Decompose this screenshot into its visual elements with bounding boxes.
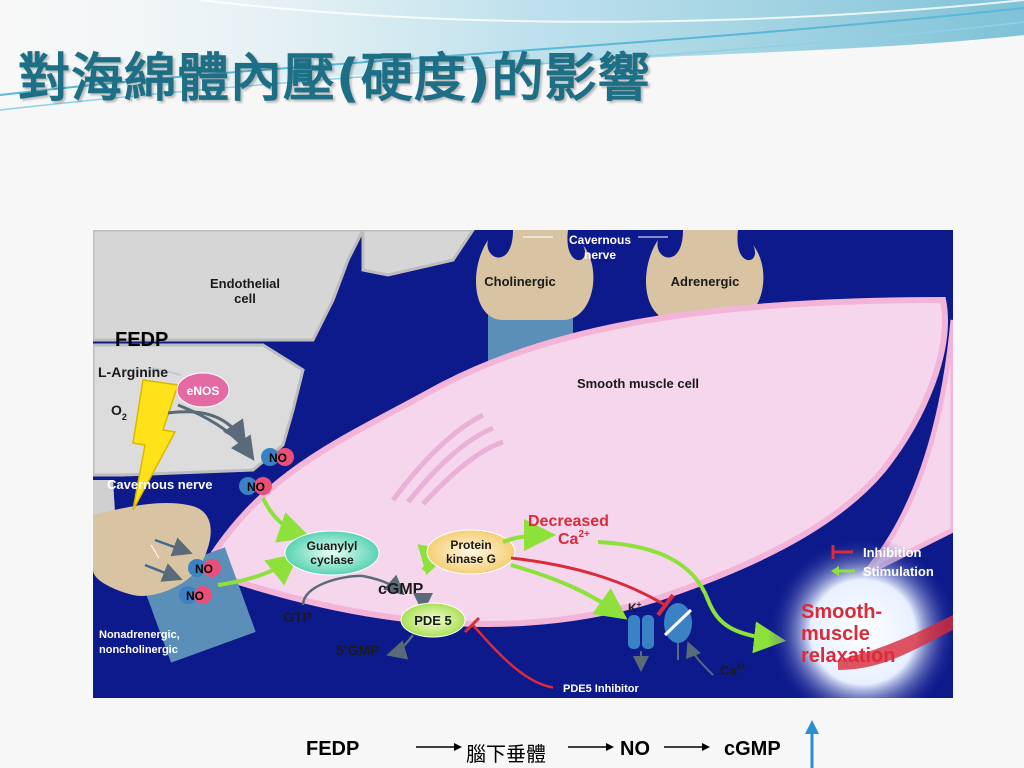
up-arrow-icon [805, 720, 819, 768]
cavernous-nerve-left-label: Cavernous nerve [107, 477, 213, 492]
relaxation-label-3: relaxation [801, 645, 895, 667]
cavernous-nerve-top-label-1: Cavernous [569, 233, 631, 247]
svg-text:Guanylyl: Guanylyl [307, 539, 358, 553]
k-label: K+ [628, 600, 642, 615]
enos-enzyme [176, 372, 230, 408]
svg-text:NO: NO [186, 589, 204, 603]
pkg-inhibits-ca-channel [510, 556, 666, 607]
adrenergic-label: Adrenergic [671, 274, 740, 289]
cgmp-label: cGMP [378, 581, 424, 598]
pkg-stimulates-k-channel [510, 563, 628, 620]
flow-arrow-2 [568, 743, 614, 751]
arrow-no-to-gc-1 [261, 497, 311, 543]
no-molecule-nanc-2: NO [179, 586, 212, 604]
cgmp-pathway-diagram: eNOS NO NO NO NO Guanylyl cyclase GTP cG… [93, 230, 953, 698]
svg-text:NO: NO [195, 562, 213, 576]
nanc-label-2: noncholinergic [99, 644, 178, 656]
slide-title: 對海綿體內壓(硬度)的影響 [18, 49, 651, 109]
relaxation-label-2: muscle [801, 623, 870, 645]
cholinergic-label: Cholinergic [484, 274, 556, 289]
gtp-label: GTP [283, 609, 312, 625]
l-arginine-label: L-Arginine [98, 364, 168, 380]
legend-stimulation: Stimulation [863, 564, 934, 579]
five-gmp-label: 5’GMP [336, 642, 380, 658]
nanc-label-1: Nonadrenergic, [99, 629, 180, 641]
flow-step-cgmp: cGMP [724, 738, 781, 760]
svg-text:NO: NO [269, 451, 287, 465]
flow-step-pituitary: 腦下垂體 [466, 742, 546, 766]
cavernous-nerve-top-label-2: nerve [584, 248, 616, 262]
flow-arrow-1 [416, 743, 462, 751]
lightning-bolt-icon [132, 379, 179, 511]
svg-text:kinase G: kinase G [446, 552, 496, 566]
svg-text:cyclase: cyclase [310, 553, 354, 567]
svg-text:NO: NO [247, 480, 265, 494]
golgi-organelle [391, 412, 504, 506]
flow-step-fedp: FEDP [306, 738, 360, 760]
pde5-enzyme [400, 602, 466, 638]
legend-inhibition: Inhibition [863, 545, 922, 560]
svg-text:PDE 5: PDE 5 [414, 613, 452, 628]
ca-to-relaxation [597, 540, 786, 654]
smooth-muscle-cell [198, 296, 948, 627]
decreased-label: Decreased [528, 513, 609, 530]
flow-summary: FEDP 腦下垂體 NO cGMP [0, 720, 1024, 768]
o2-label: O2 [111, 402, 127, 422]
guanylyl-cyclase [284, 530, 380, 576]
ca-extracellular-label: Ca2+ [720, 662, 746, 678]
endothelial-cell-label-1: Endothelial [210, 276, 280, 291]
protein-kinase-g [426, 529, 516, 575]
ion-channel-icon [628, 603, 693, 649]
enos-label: eNOS [187, 384, 220, 398]
relaxation-label-1: Smooth- [801, 601, 882, 623]
pde5-inhibitor-label: PDE5 Inhibitor [563, 683, 640, 695]
fedp-label: FEDP [115, 329, 168, 351]
flow-step-no: NO [620, 738, 650, 760]
no-molecule-nanc-1: NO [188, 559, 221, 577]
no-molecule-endothelial-2: NO [239, 477, 272, 495]
decreased-ca-label: Ca2+ [558, 529, 590, 548]
svg-text:Protein: Protein [450, 538, 491, 552]
no-molecule-endothelial-1: NO [261, 448, 294, 466]
smooth-muscle-cell-label: Smooth muscle cell [577, 376, 699, 391]
endothelial-cell-label-2: cell [234, 291, 256, 306]
legend: Inhibition Stimulation [831, 545, 934, 579]
flow-arrow-3 [664, 743, 710, 751]
